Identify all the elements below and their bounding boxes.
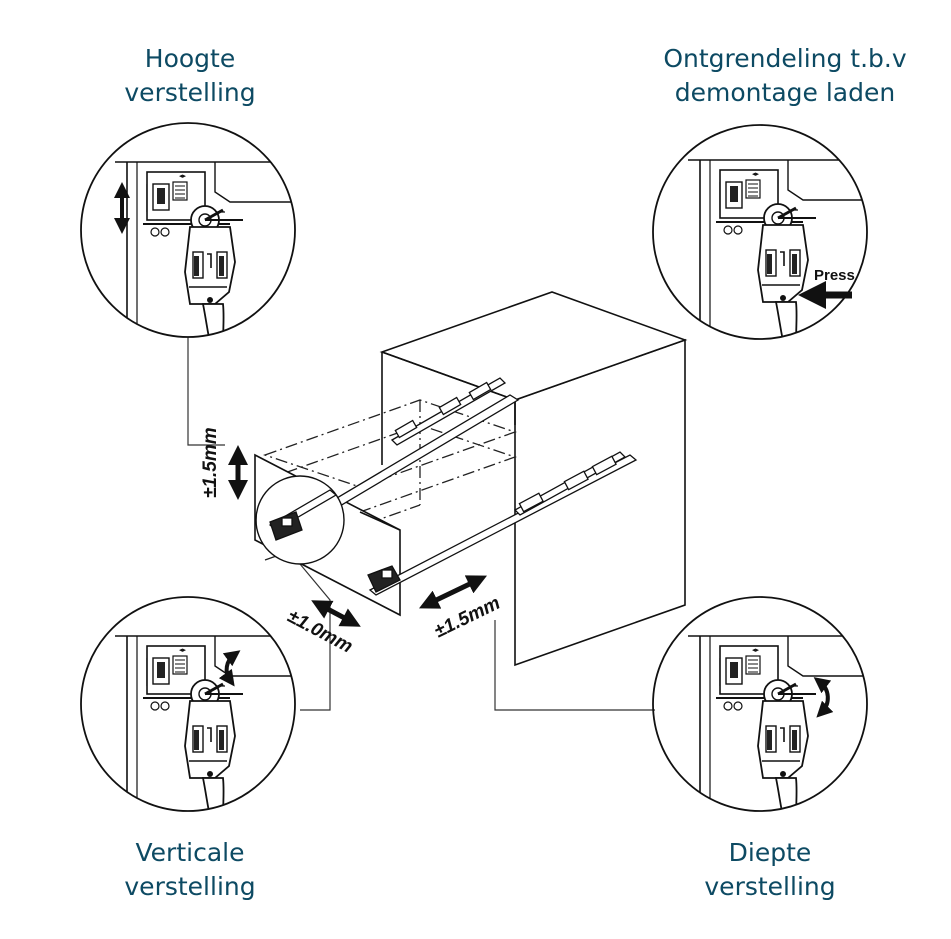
label-line: demontage laden xyxy=(674,78,896,107)
press-label: Press xyxy=(814,267,855,284)
label-line: Ontgrendeling t.b.v xyxy=(663,44,907,73)
detail-circle-vertical xyxy=(80,596,296,812)
label-line: Verticale xyxy=(135,838,245,867)
dimension-height: ±1.5mm xyxy=(200,427,221,498)
dimension-lateral: ±1.0mm xyxy=(284,606,356,658)
label-line: verstelling xyxy=(704,872,836,901)
label-release-removal: Ontgrendeling t.b.v demontage laden xyxy=(630,42,940,110)
rotate-arrow-icon xyxy=(813,677,834,718)
depth-dimension-arrow-icon xyxy=(418,575,488,609)
lateral-dimension-arrow-icon xyxy=(311,600,361,627)
leader-lines xyxy=(187,337,655,711)
label-height-adjustment: Hoogte verstelling xyxy=(80,42,300,110)
label-line: verstelling xyxy=(124,872,256,901)
rotate-arrow-icon xyxy=(218,650,241,687)
runner-left xyxy=(298,377,520,526)
detail-circle-release: Press xyxy=(652,124,868,340)
label-line: Hoogte xyxy=(144,44,236,73)
cabinet xyxy=(379,291,688,667)
label-vertical-adjustment: Verticale verstelling xyxy=(80,836,300,904)
detail-circle-height xyxy=(80,122,296,338)
detail-circle-depth xyxy=(652,596,868,812)
label-line: Diepte xyxy=(728,838,812,867)
runner-right xyxy=(367,451,638,596)
label-line: verstelling xyxy=(124,78,256,107)
label-depth-adjustment: Diepte verstelling xyxy=(660,836,880,904)
callout-circle xyxy=(255,475,345,565)
